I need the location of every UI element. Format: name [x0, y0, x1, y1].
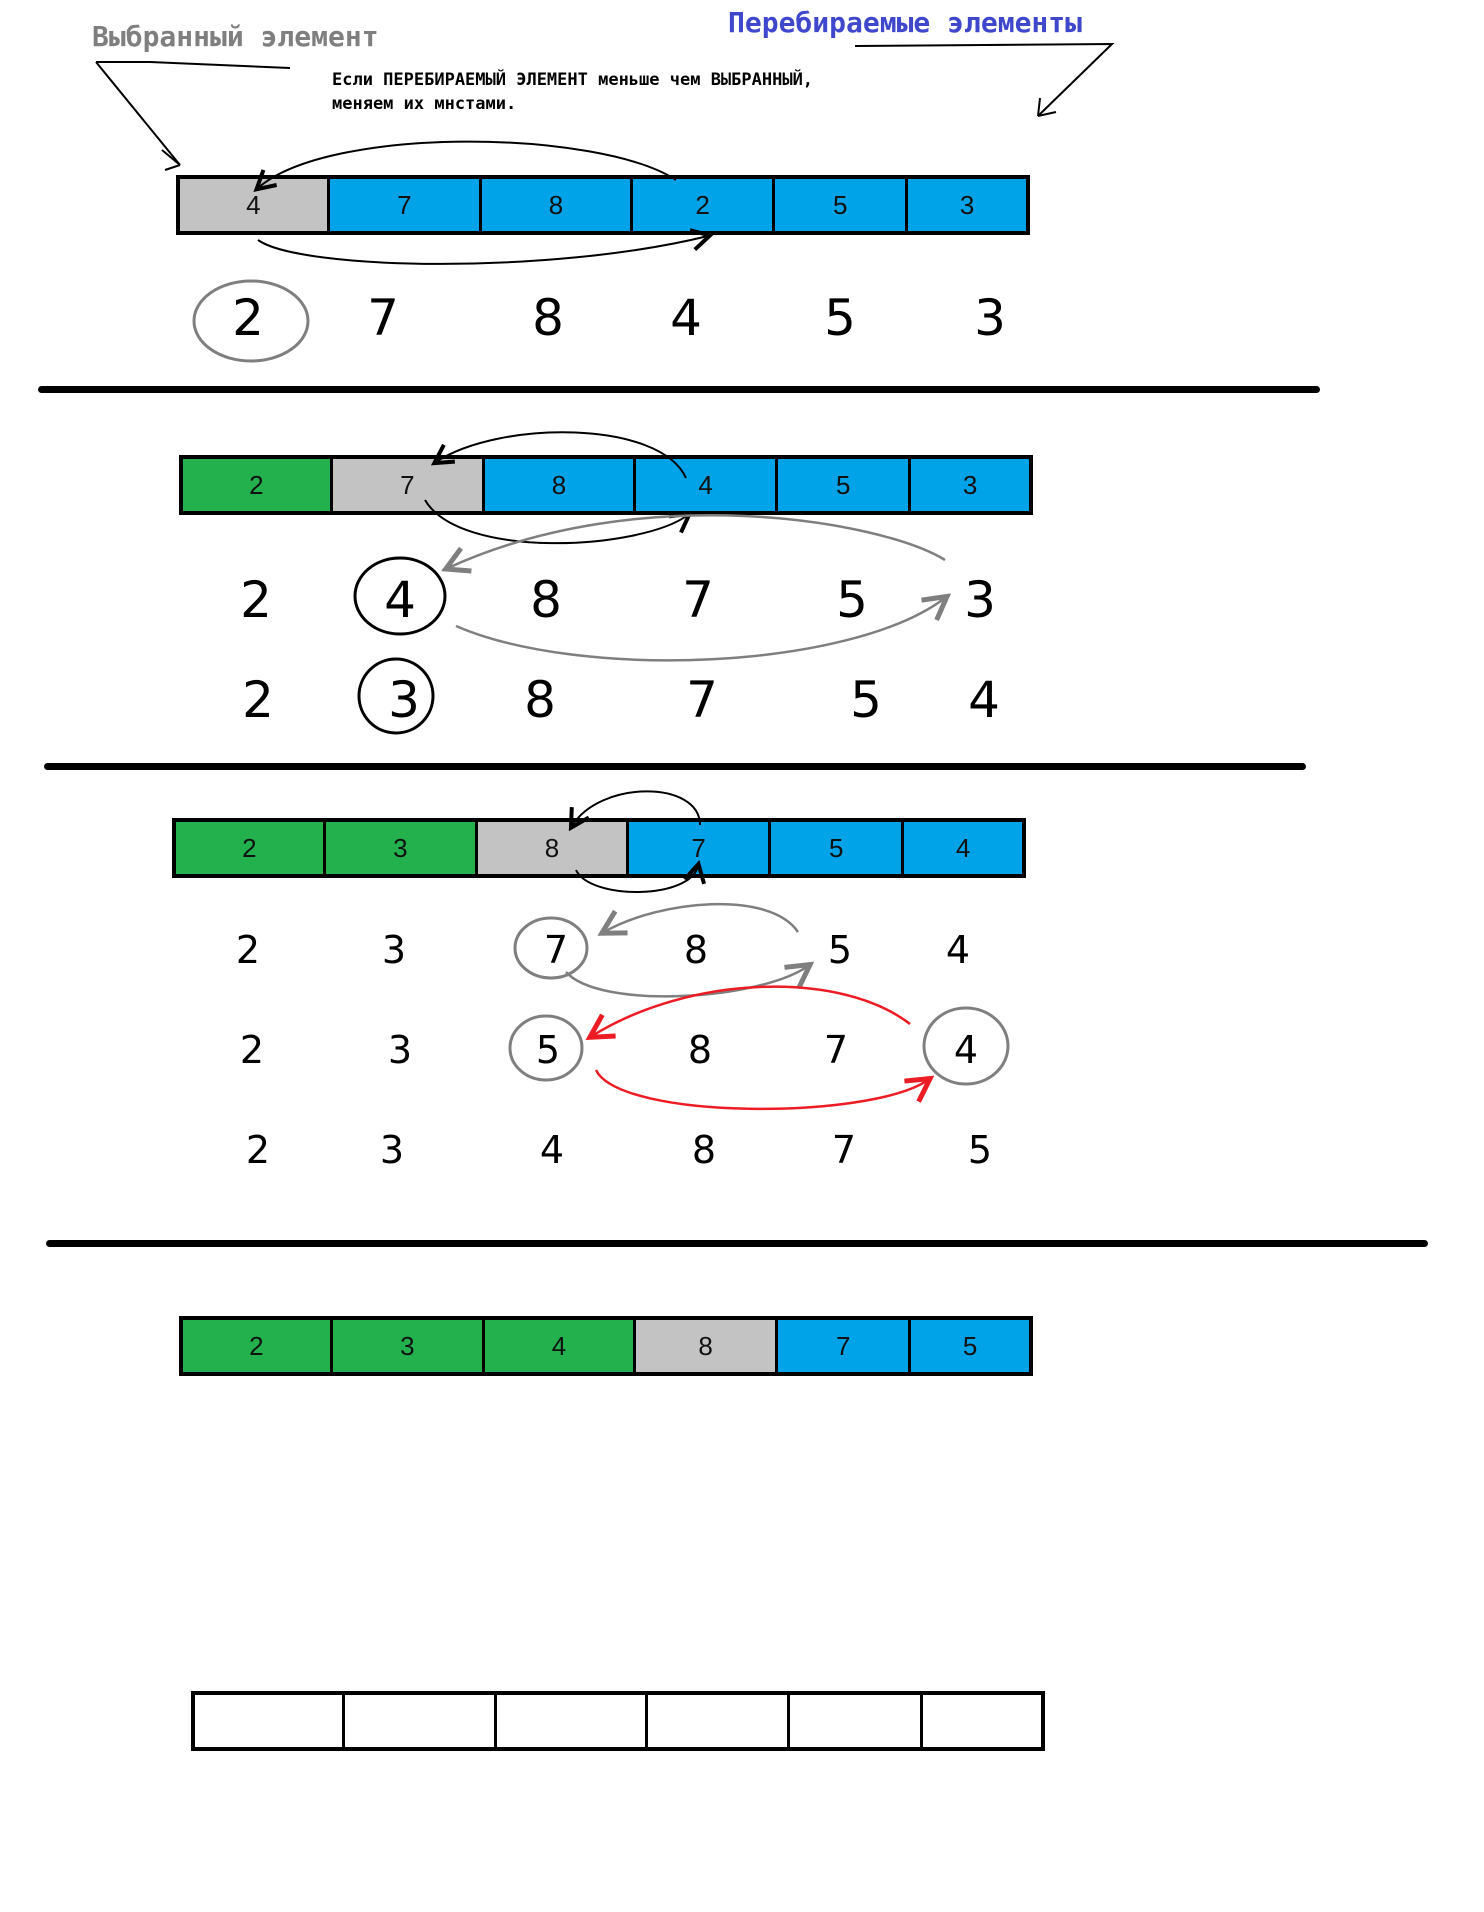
swap-rule-line-1: Если ПЕРЕБИРАЕМЫЙ ЭЛЕМЕНТ меньше чем ВЫБ… — [332, 70, 814, 90]
array-cell-sorted: 3 — [322, 822, 476, 874]
iterated-elements-label: Перебираемые элементы — [728, 6, 1083, 39]
array-cell-selected: 4 — [180, 179, 327, 231]
array-cell-sorted: 2 — [183, 1320, 330, 1372]
handwritten-digit: 3 — [974, 289, 1006, 347]
handwritten-digit: 8 — [532, 289, 564, 347]
array-cell-iterated: 7 — [326, 179, 480, 231]
handwritten-digit: 4 — [953, 1028, 979, 1072]
handwritten-digit: 3 — [381, 928, 407, 972]
handwritten-digit: 8 — [524, 671, 556, 729]
handwritten-digit: 5 — [824, 289, 856, 347]
swap-arrow-step3-red-top — [592, 985, 911, 1036]
array-cell-empty — [494, 1695, 645, 1747]
handwritten-digit: 2 — [235, 928, 261, 972]
handwritten-digit: 3 — [387, 1028, 413, 1072]
handwritten-digit: 2 — [240, 571, 272, 629]
array-cell-iterated: 4 — [901, 822, 1022, 874]
handwritten-digit: 4 — [670, 289, 702, 347]
handwritten-digit: 7 — [823, 1028, 849, 1072]
handwritten-digit: 5 — [836, 571, 868, 629]
array-cell-empty — [195, 1695, 342, 1747]
handwritten-digit: 5 — [535, 1028, 561, 1072]
handwritten-digit: 4 — [539, 1128, 565, 1172]
array-cell-sorted: 2 — [183, 459, 330, 511]
handwritten-digit: 7 — [682, 571, 714, 629]
handwritten-digit: 4 — [945, 928, 971, 972]
array-cell-iterated: 2 — [629, 179, 773, 231]
handwritten-digit: 8 — [530, 571, 562, 629]
handwritten-digit: 5 — [850, 671, 882, 729]
swap-arrow-step2-gray-top — [448, 514, 946, 568]
handwritten-digit: 7 — [367, 289, 399, 347]
handwritten-digit: 8 — [687, 1028, 713, 1072]
array-cell-empty — [787, 1695, 921, 1747]
array-empty-template — [191, 1691, 1045, 1751]
handwritten-digit: 3 — [379, 1128, 405, 1172]
pointer-arrow-selected — [95, 61, 291, 171]
handwritten-digit: 7 — [686, 671, 718, 729]
handwritten-digit: 5 — [827, 928, 853, 972]
array-cell-iterated: 5 — [768, 822, 902, 874]
array-cell-iterated: 7 — [775, 1320, 909, 1372]
handwritten-digit: 2 — [232, 289, 264, 347]
array-cell-iterated: 5 — [775, 459, 909, 511]
array-cell-empty — [341, 1695, 495, 1747]
selected-element-label: Выбранный элемент — [92, 20, 379, 53]
handwritten-digit: 7 — [543, 928, 569, 972]
array-cell-selected: 8 — [632, 1320, 776, 1372]
array-cell-iterated: 8 — [479, 179, 630, 231]
array-cell-sorted: 3 — [329, 1320, 483, 1372]
handwritten-digit: 3 — [964, 571, 996, 629]
handwritten-digit: 3 — [388, 671, 420, 729]
pointer-arrow-iterated — [854, 42, 1115, 117]
handwritten-digit: 2 — [239, 1028, 265, 1072]
array-cell-empty — [920, 1695, 1041, 1747]
section-divider-1 — [38, 386, 1320, 393]
handwritten-digit: 8 — [691, 1128, 717, 1172]
array-cell-empty — [644, 1695, 788, 1747]
array-cell-iterated: 3 — [908, 459, 1029, 511]
array-cell-iterated: 3 — [905, 179, 1026, 231]
array-cell-selected: 8 — [475, 822, 626, 874]
handwritten-digit: 4 — [384, 571, 416, 629]
handwritten-digit: 8 — [683, 928, 709, 972]
swap-arrow-step1-bottom — [257, 236, 708, 265]
array-cell-iterated: 7 — [625, 822, 769, 874]
handwritten-digit: 2 — [242, 671, 274, 729]
swap-rule-line-2: меняем их мнстами. — [332, 94, 517, 114]
array-cell-iterated: 8 — [482, 459, 633, 511]
handwritten-digit: 4 — [968, 671, 1000, 729]
array-cell-iterated: 5 — [908, 1320, 1029, 1372]
swap-arrow-step3-red-bottom — [594, 1069, 928, 1111]
array-cell-sorted: 4 — [482, 1320, 633, 1372]
swap-rule-note: Если ПЕРЕБИРАЕМЫЙ ЭЛЕМЕНТ меньше чем ВЫБ… — [332, 68, 813, 116]
array-cell-selected: 7 — [329, 459, 483, 511]
section-divider-2 — [44, 763, 1306, 770]
array-cell-sorted: 2 — [176, 822, 323, 874]
handwritten-digit: 2 — [245, 1128, 271, 1172]
handwritten-digit: 7 — [831, 1128, 857, 1172]
array-cell-iterated: 4 — [632, 459, 776, 511]
section-divider-3 — [46, 1240, 1428, 1247]
array-cell-iterated: 5 — [772, 179, 906, 231]
handwritten-digit: 5 — [967, 1128, 993, 1172]
